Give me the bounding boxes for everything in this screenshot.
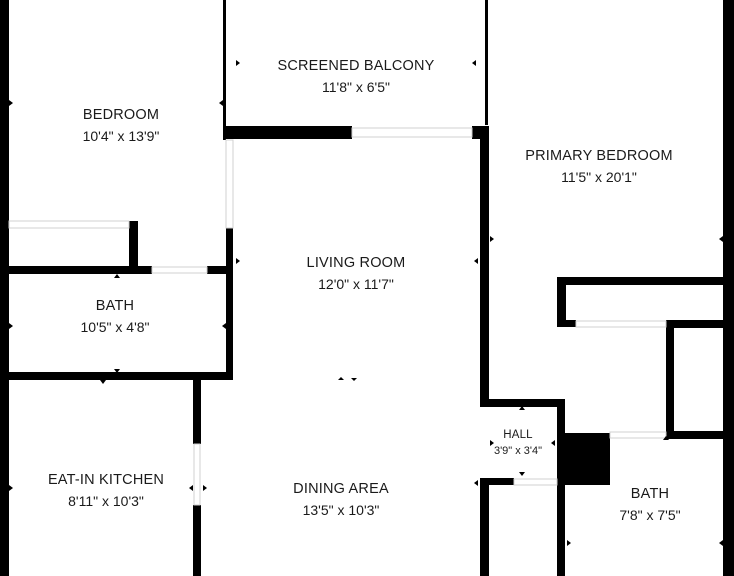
- marker: [114, 274, 120, 278]
- room-dims: 13'5" x 10'3": [302, 502, 380, 518]
- room-name: BATH: [630, 486, 670, 502]
- room-name: PRIMARY BEDROOM: [525, 148, 673, 164]
- wall-closet-right: [129, 221, 138, 273]
- room-name: SCREENED BALCONY: [277, 58, 435, 74]
- primary-closet-door: [575, 320, 667, 328]
- room-label-bedroom: BEDROOM 10'4" x 13'9": [83, 105, 160, 147]
- wall-closet-bottom: [9, 266, 152, 274]
- room-label-primary-bedroom: PRIMARY BEDROOM 11'5" x 20'1": [525, 146, 673, 188]
- room-label-eat-in-kitchen: EAT-IN KITCHEN 8'11" x 10'3": [48, 470, 164, 512]
- room-label-screened-balcony: SCREENED BALCONY 11'8" x 6'5": [277, 56, 434, 98]
- marker: [663, 436, 669, 440]
- wall-bedroom-living: [226, 228, 233, 378]
- wall-hall-top: [480, 399, 565, 407]
- marker: [219, 100, 223, 106]
- wall-closet-primary-inner: [666, 320, 674, 438]
- room-label-dining-area: DINING AREA 13'5" x 10'3": [293, 479, 389, 521]
- room-label-hall: HALL 3'9" x 3'4": [494, 427, 542, 459]
- room-dims: 8'11" x 10'3": [68, 493, 144, 509]
- wall-hall-right-bottom: [557, 478, 565, 576]
- wall-hall-right-top: [557, 399, 565, 433]
- bath2-door: [609, 431, 667, 439]
- marker: [100, 380, 106, 384]
- bedroom-window: [225, 139, 234, 229]
- room-label-bath-1: BATH 10'5" x 4'8": [81, 296, 150, 338]
- wall-bath2-top: [666, 431, 723, 439]
- marker: [9, 323, 13, 329]
- mechanical-shaft: [557, 433, 610, 485]
- room-dims: 3'9" x 3'4": [493, 445, 543, 457]
- room-dims: 10'5" x 4'8": [80, 319, 150, 335]
- dimension-markers: [9, 60, 723, 546]
- wall-left-exterior: [0, 0, 9, 576]
- room-name: DINING AREA: [293, 481, 389, 497]
- wall-closet-primary-bottom: [566, 320, 576, 327]
- room-dims: 11'8" x 6'5": [322, 79, 390, 95]
- bath1-door: [151, 266, 208, 274]
- wall-living-top-left: [226, 126, 352, 139]
- marker: [222, 323, 226, 329]
- room-name: BEDROOM: [82, 107, 160, 123]
- wall-hall-bottom: [489, 478, 514, 485]
- room-name: LIVING ROOM: [306, 255, 406, 271]
- wall-closet-primary-left: [557, 277, 566, 327]
- wall-bath1-bottom: [9, 372, 233, 380]
- balcony-door: [351, 127, 473, 138]
- wall-closet-bottom-right: [207, 266, 229, 274]
- marker: [519, 406, 525, 410]
- marker: [474, 258, 478, 264]
- room-dims: 10'4" x 13'9": [82, 128, 160, 144]
- marker: [114, 369, 120, 373]
- marker: [351, 378, 357, 381]
- marker: [236, 258, 240, 264]
- room-label-bath-2: BATH 7'8" x 7'5": [619, 484, 680, 526]
- marker: [567, 540, 571, 546]
- marker: [519, 472, 525, 476]
- marker: [9, 100, 13, 106]
- wall-closet-primary-mid: [666, 320, 723, 328]
- wall-closet-primary-top: [557, 277, 723, 285]
- hall-opening-bottom: [513, 478, 558, 486]
- marker: [203, 485, 207, 491]
- wall-kitchen-dining-top: [193, 380, 201, 444]
- wall-balcony-primary: [485, 0, 488, 125]
- marker: [9, 485, 13, 491]
- room-name: HALL: [503, 429, 533, 441]
- room-name: EAT-IN KITCHEN: [47, 472, 165, 488]
- marker: [719, 236, 723, 242]
- wall-living-primary: [480, 126, 489, 406]
- closet-door: [8, 220, 130, 229]
- marker: [490, 236, 494, 242]
- marker: [490, 440, 494, 446]
- wall-dining-right: [480, 478, 489, 576]
- kitchen-opening: [193, 443, 201, 506]
- room-label-living-room: LIVING ROOM 12'0" x 11'7": [307, 253, 406, 295]
- marker: [474, 480, 478, 486]
- wall-kitchen-dining-bottom: [193, 505, 201, 576]
- marker: [338, 377, 344, 380]
- openings: [8, 127, 667, 506]
- room-dims: 7'8" x 7'5": [619, 507, 681, 523]
- marker: [551, 440, 555, 446]
- room-dims: 12'0" x 11'7": [318, 276, 394, 292]
- wall-right-exterior: [723, 0, 734, 576]
- marker: [189, 485, 193, 491]
- marker: [472, 60, 476, 66]
- room-dims: 11'5" x 20'1": [561, 169, 637, 185]
- room-name: BATH: [95, 298, 135, 314]
- marker: [719, 540, 723, 546]
- wall-bedroom-balcony: [223, 0, 226, 140]
- marker: [236, 60, 240, 66]
